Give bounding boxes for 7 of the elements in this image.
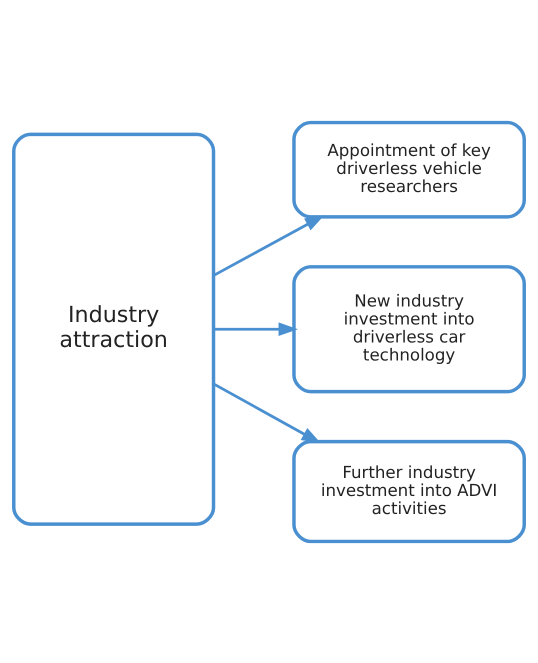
node-box: Appointment of key driverless vehicle researchers <box>292 120 526 218</box>
arrow <box>213 382 322 443</box>
node-box: New industry investment into driverless car technology <box>292 264 526 393</box>
arrow <box>213 214 324 276</box>
node-box: Industry attraction <box>12 132 216 526</box>
node-box: Further industry investment into ADVI activities <box>292 439 526 543</box>
arrow <box>214 322 298 336</box>
